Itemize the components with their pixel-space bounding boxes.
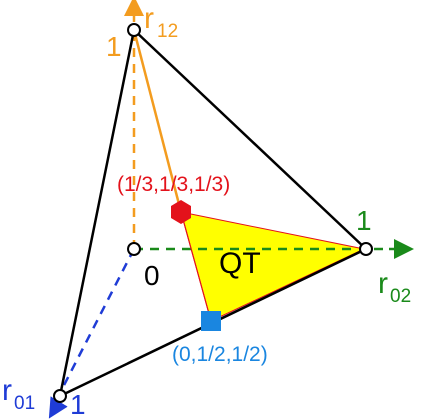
axis-r01-dashed	[58, 248, 136, 394]
r02-tick-one: 1	[356, 205, 372, 236]
vertex-r01	[53, 389, 67, 403]
edge-centroid-midpoint	[180, 211, 212, 322]
qt-region	[180, 211, 366, 322]
vertex-r12	[127, 23, 141, 37]
centroid-marker	[171, 200, 191, 224]
midpoint-label: (0,1/2,1/2)	[172, 343, 268, 366]
vertex-origin	[127, 242, 141, 256]
r12-tick-one: 1	[106, 31, 122, 62]
edge-top-right	[133, 29, 367, 250]
vertex-r02	[359, 242, 373, 256]
centroid-label: (1/3,1/3,1/3)	[117, 173, 230, 196]
midpoint-marker	[201, 311, 221, 331]
edge-apex-centroid	[132, 29, 183, 213]
edge-top-left	[58, 29, 136, 397]
origin-label: 0	[144, 260, 160, 291]
qt-label: QT	[219, 247, 261, 280]
r01-tick-one: 1	[70, 389, 86, 419]
